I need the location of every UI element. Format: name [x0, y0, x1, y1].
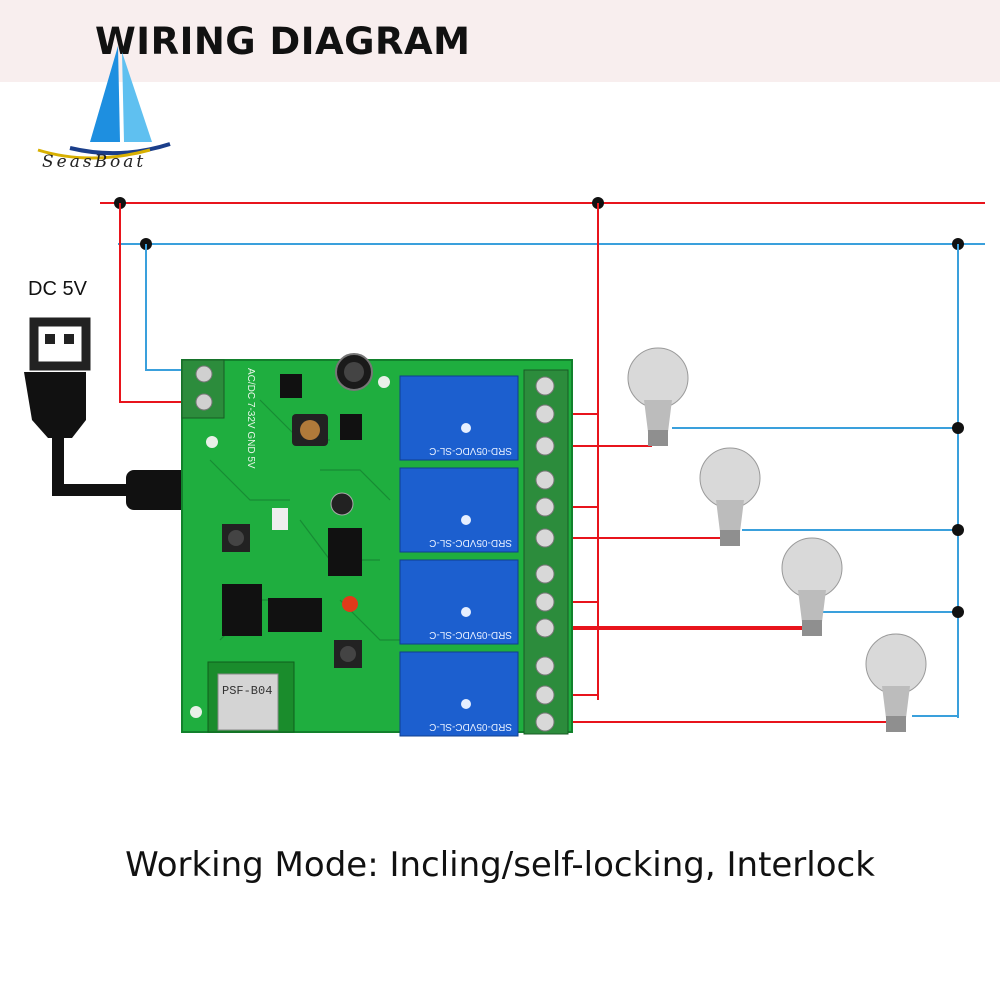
relay-3-model: SRD-05VDC-SL-C [429, 629, 512, 640]
output-terminal-block [523, 369, 569, 735]
input-label: AC/DC 7-32V GND 5V [245, 368, 256, 469]
usb-cable-icon [24, 317, 209, 510]
light-bulb-4-icon [865, 633, 927, 732]
relay-4-model: SRD-05VDC-SL-C [429, 721, 512, 732]
header-band [0, 0, 1000, 82]
module-label: PSF-B04 [222, 684, 272, 698]
relay-2: SRD-05VDC-SL-C [399, 467, 519, 553]
brand-name: SeasBoat [42, 152, 147, 172]
junction-dot [952, 524, 964, 536]
relay-1: SRD-05VDC-SL-C [399, 375, 519, 461]
working-mode-caption: Working Mode: Incling/self-locking, Inte… [125, 845, 875, 885]
light-bulb-3-icon [781, 537, 843, 636]
junction-dot [952, 422, 964, 434]
relay-2-model: SRD-05VDC-SL-C [429, 537, 512, 548]
light-bulb-1-icon [627, 347, 689, 446]
relay-4: SRD-05VDC-SL-C [399, 651, 519, 737]
junction-dot [952, 606, 964, 618]
page-title: WIRING DIAGRAM [95, 20, 471, 63]
light-bulb-2-icon [699, 447, 761, 546]
live-input-wire [119, 203, 190, 403]
relay-3: SRD-05VDC-SL-C [399, 559, 519, 645]
neutral-input-wire [145, 244, 190, 371]
sailboat-logo-icon [37, 46, 171, 160]
power-supply-label: DC 5V [28, 278, 87, 300]
relay-1-model: SRD-05VDC-SL-C [429, 445, 512, 456]
